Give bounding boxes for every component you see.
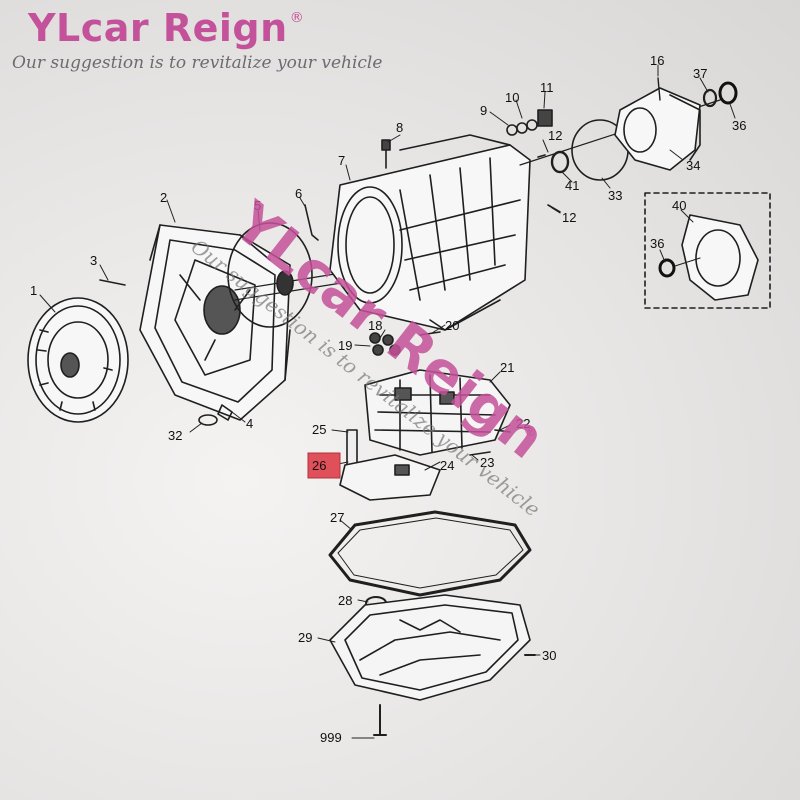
callout-28: 28 xyxy=(338,593,352,608)
brand-tagline: Our suggestion is to revitalize your veh… xyxy=(12,53,383,73)
bell-housing xyxy=(139,224,291,421)
bolt-3 xyxy=(99,279,126,286)
callout-22: 22 xyxy=(516,416,530,431)
callout-24: 24 xyxy=(440,458,454,473)
callout-9: 9 xyxy=(480,103,487,118)
callout-7: 7 xyxy=(338,153,345,168)
brand-logo: YLcar Reign® xyxy=(28,6,304,50)
callout-16: 16 xyxy=(650,53,664,68)
callout-2: 2 xyxy=(160,190,167,205)
pin-6 xyxy=(304,204,319,241)
callout-21: 21 xyxy=(500,360,514,375)
registered-mark: ® xyxy=(289,10,305,26)
oil-pan xyxy=(329,594,531,701)
small-fasteners xyxy=(369,331,441,356)
callout-33: 33 xyxy=(608,188,622,203)
o-ring-seal xyxy=(227,222,313,328)
callout-30: 30 xyxy=(542,648,556,663)
seal-41 xyxy=(550,150,570,174)
pan-bolt-999 xyxy=(373,704,387,736)
callout-25: 25 xyxy=(312,422,326,437)
callout-3: 3 xyxy=(90,253,97,268)
callout-4: 4 xyxy=(246,416,253,431)
callout-32: 32 xyxy=(168,428,182,443)
callout-5: 5 xyxy=(254,198,261,213)
highlight-box-26 xyxy=(307,452,341,479)
callout-8: 8 xyxy=(396,120,403,135)
pan-gasket xyxy=(328,510,532,597)
alternate-parts-inset xyxy=(644,192,771,309)
callout-36b: 36 xyxy=(650,236,664,251)
transmission-case xyxy=(329,134,531,331)
callout-10: 10 xyxy=(505,90,519,105)
callout-36a: 36 xyxy=(732,118,746,133)
callout-12a: 12 xyxy=(548,128,562,143)
callout-37: 37 xyxy=(693,66,707,81)
callout-27: 27 xyxy=(330,510,344,525)
adapter-housing-40 xyxy=(681,214,759,301)
bolt-8 xyxy=(381,139,391,169)
brand-name: YLcar Reign xyxy=(28,6,288,50)
callout-6: 6 xyxy=(295,186,302,201)
callout-23: 23 xyxy=(480,455,494,470)
callout-20: 20 xyxy=(445,318,459,333)
gear-32 xyxy=(198,414,218,426)
clip-4 xyxy=(217,404,233,421)
callout-18: 18 xyxy=(368,318,382,333)
callout-11: 11 xyxy=(540,80,554,95)
callout-12b: 12 xyxy=(562,210,576,225)
callout-1: 1 xyxy=(30,283,37,298)
callout-999: 999 xyxy=(320,730,342,745)
callout-29: 29 xyxy=(298,630,312,645)
callout-26: 26 xyxy=(312,458,326,473)
callout-34: 34 xyxy=(686,158,700,173)
valve-body xyxy=(364,369,511,456)
callout-41: 41 xyxy=(565,178,579,193)
oil-filter xyxy=(339,454,441,501)
callout-19: 19 xyxy=(338,338,352,353)
torque-converter xyxy=(27,297,129,423)
callout-40: 40 xyxy=(672,198,686,213)
